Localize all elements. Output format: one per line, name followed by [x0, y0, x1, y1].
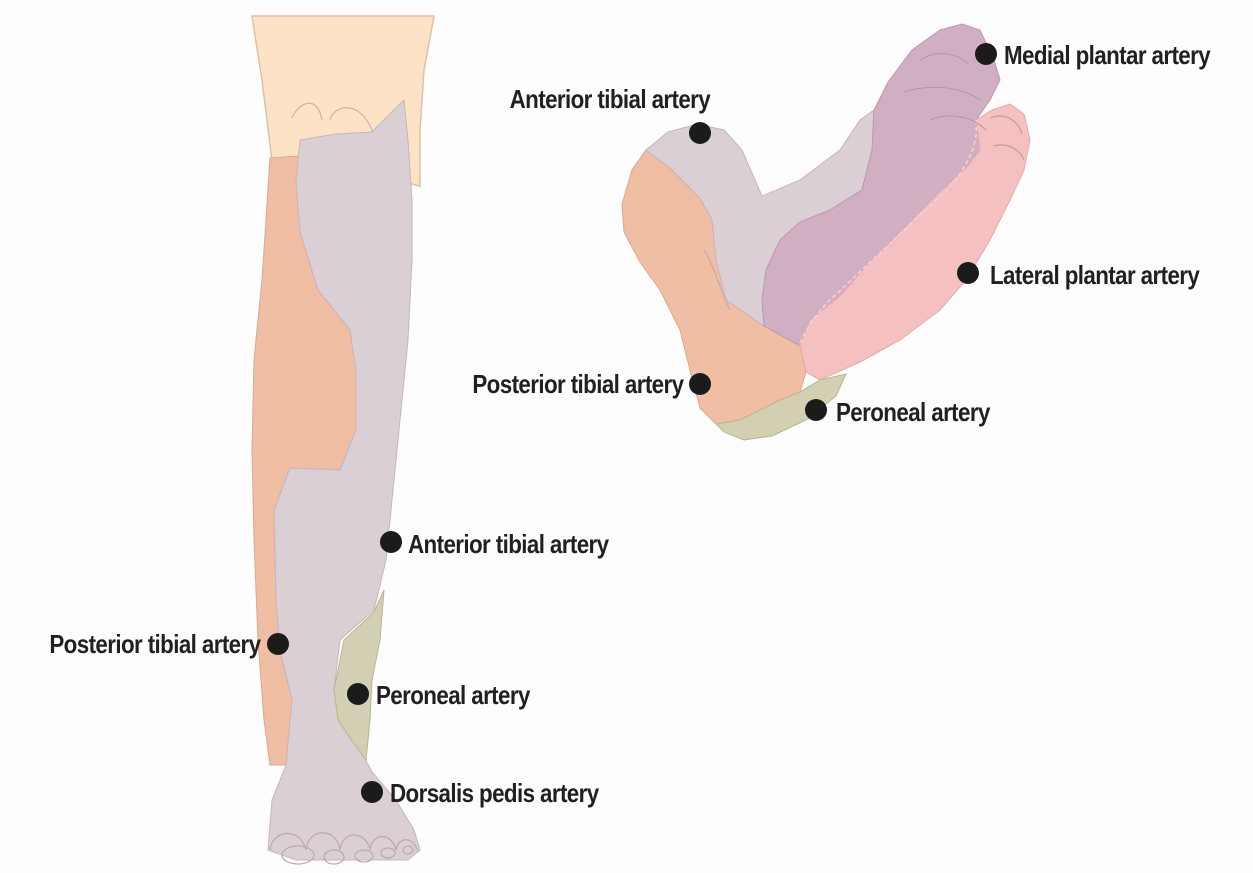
dot-sole-peroneal	[805, 399, 827, 421]
label-leg-posterior-tibial: Posterior tibial artery	[49, 629, 260, 659]
label-leg-peroneal: Peroneal artery	[376, 680, 530, 710]
label-sole-lateral-plantar: Lateral plantar artery	[990, 260, 1199, 290]
label-sole-peroneal: Peroneal artery	[836, 397, 990, 427]
label-sole-medial-plantar: Medial plantar artery	[1004, 40, 1210, 70]
label-sole-anterior-tibial: Anterior tibial artery	[510, 84, 710, 114]
dot-sole-anterior-tibial	[689, 122, 711, 144]
dot-sole-lateral-plantar	[957, 262, 979, 284]
dot-leg-anterior-tibial	[380, 531, 402, 553]
dot-leg-peroneal	[347, 683, 369, 705]
label-leg-anterior-tibial: Anterior tibial artery	[408, 529, 608, 559]
dot-sole-medial-plantar	[975, 43, 997, 65]
dot-leg-posterior-tibial	[267, 633, 289, 655]
dot-sole-posterior-tibial	[689, 373, 711, 395]
label-sole-posterior-tibial: Posterior tibial artery	[472, 369, 683, 399]
label-leg-dorsalis-pedis: Dorsalis pedis artery	[390, 778, 599, 808]
dot-leg-dorsalis-pedis	[361, 781, 383, 803]
leg-figure	[252, 16, 434, 864]
